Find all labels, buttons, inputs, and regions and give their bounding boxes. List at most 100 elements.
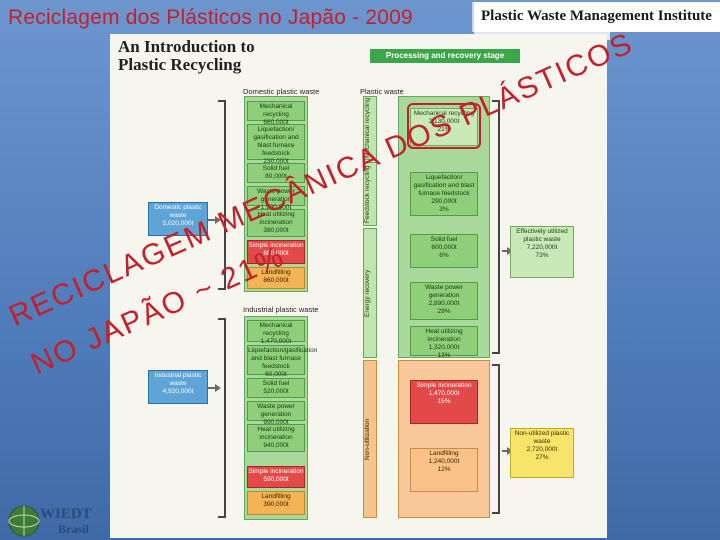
industrial-solid-fuel-value: 520,000t: [263, 388, 289, 395]
total-solid-fuel-label: Solid fuel: [430, 236, 458, 243]
source-domestic-label: Domestic plastic waste: [154, 204, 202, 219]
industrial-mechanical-label: Mechanical recycling: [259, 322, 293, 337]
total-power-pct: 29%: [437, 308, 451, 315]
industrial-heat-label: Heat utilizing incineration: [257, 426, 295, 441]
domestic-bracket: [218, 100, 226, 290]
energy-side-bar: Energy recovery: [363, 228, 377, 358]
outcome-utilized-label: Effectively utilized plastic waste: [516, 228, 568, 243]
total-feedstock-value: 290,000t: [431, 198, 457, 205]
total-mechanical-value: 2,130,000t: [428, 118, 460, 125]
total-power-value: 2,890,000t: [428, 300, 460, 307]
total-landfill-value: 1,240,000t: [428, 458, 460, 465]
industrial-bracket: [218, 318, 226, 518]
domestic-power-value: 1,900,000t: [260, 204, 292, 211]
outcome-nonutilized-label: Non-utilized plastic waste: [514, 430, 570, 445]
utilized-bracket: [492, 100, 500, 354]
total-mechanical-label: Mechanical recycling: [413, 110, 475, 117]
domestic-heat-value: 380,000t: [263, 227, 289, 234]
industrial-feedstock: Liquefaction/gasification and blast furn…: [247, 345, 318, 378]
total-heat-pct: 13%: [437, 352, 451, 359]
source-domestic: Domestic plastic waste 5,020,000t: [148, 202, 208, 236]
globe-logo-icon: [8, 505, 40, 537]
total-heat-label: Heat utilizing incineration: [425, 328, 463, 343]
nonutil-arrow: [502, 447, 513, 455]
section-industrial-header: Industrial plastic waste: [243, 305, 319, 314]
domestic-power-label: Waste power generation: [257, 188, 295, 203]
domestic-incineration-label: Simple incineration: [248, 242, 304, 249]
domestic-solid-fuel-value: 80,000t: [265, 173, 287, 180]
total-landfill-label: Landfilling: [429, 450, 459, 457]
domestic-landfill-label: Landfilling: [261, 269, 291, 276]
outcome-nonutilized-pct: 27%: [535, 454, 549, 461]
source-industrial-label: Industrial plastic waste: [154, 372, 202, 387]
domestic-incineration-value: 880,000t: [263, 250, 289, 257]
domestic-landfill-value: 860,000t: [263, 277, 289, 284]
domestic-mechanical-label: Mechanical recycling: [259, 103, 293, 118]
energy-side-label: Energy recovery: [364, 269, 371, 317]
domestic-feedstock-value: 230,000t: [263, 158, 289, 165]
domestic-mechanical-value: 660,000t: [263, 119, 289, 126]
feedstock-side-bar: Feedstock recycling: [363, 162, 377, 226]
mechanical-side-bar: Mechanical recycling: [363, 96, 377, 160]
stage-header: Processing and recovery stage: [370, 49, 520, 63]
total-feedstock-label: Liquefaction/ gasification and blast fur…: [413, 174, 475, 197]
domestic-solid-fuel-label: Solid fuel: [262, 165, 290, 172]
industrial-landfill-value: 390,000t: [263, 501, 289, 508]
institute-name: Plastic Waste Management Institute: [481, 8, 712, 24]
watermark-sub: Brasil: [58, 522, 89, 536]
industrial-feedstock-label: Liquefaction/gasification and blast furn…: [248, 347, 318, 370]
total-incineration-value: 1,470,000t: [428, 390, 460, 397]
section-plastic-header: Plastic waste: [360, 87, 404, 96]
book-title-line-2: Plastic Recycling: [118, 55, 242, 74]
total-landfill-pct: 12%: [437, 466, 451, 473]
total-incineration-label: Simple incineration: [416, 382, 472, 389]
source-industrial-value: 4,920,000t: [162, 388, 194, 395]
total-power-label: Waste power generation: [425, 284, 463, 299]
book-title-line-1: An Introduction to: [118, 37, 255, 56]
industrial-solid-fuel-label: Solid fuel: [262, 380, 290, 387]
utilized-arrow: [502, 247, 513, 255]
section-domestic-header: Domestic plastic waste: [243, 87, 320, 96]
industrial-incineration-label: Simple incineration: [248, 468, 304, 475]
industrial-power-value: 990,000t: [263, 419, 289, 426]
domestic-feedstock-label: Liquefaction/ gasification and blast fur…: [253, 126, 299, 157]
industrial-incineration-value: 590,000t: [263, 476, 289, 483]
domestic-arrow: [208, 216, 221, 224]
watermark-text: WIEDT: [40, 506, 92, 522]
source-domestic-value: 5,020,000t: [162, 220, 194, 227]
nonutil-bracket: [492, 364, 500, 514]
total-feedstock: Liquefaction/ gasification and blast fur…: [410, 172, 478, 216]
industrial-landfill-label: Landfilling: [261, 493, 291, 500]
outcome-utilized-value: 7,220,000t: [526, 244, 558, 251]
non-util-side-label: Non-utilization: [364, 418, 371, 460]
total-heat-value: 1,320,000t: [428, 344, 460, 351]
institute-banner: [472, 2, 720, 32]
industrial-mechanical-value: 1,470,000t: [260, 338, 292, 345]
industrial-arrow: [208, 384, 221, 392]
total-incineration-pct: 15%: [437, 398, 451, 405]
domestic-feedstock: Liquefaction/ gasification and blast fur…: [247, 124, 305, 165]
outcome-utilized-pct: 73%: [535, 252, 549, 259]
total-mechanical-pct: 21%: [437, 126, 451, 133]
industrial-power-label: Waste power generation: [257, 403, 295, 418]
mechanical-highlight: [407, 103, 481, 149]
slide-title: Reciclagem dos Plásticos no Japão - 2009: [8, 6, 413, 29]
total-solid-fuel-pct: 6%: [439, 252, 449, 259]
domestic-heat-label: Heat utilizing incineration: [257, 211, 295, 226]
